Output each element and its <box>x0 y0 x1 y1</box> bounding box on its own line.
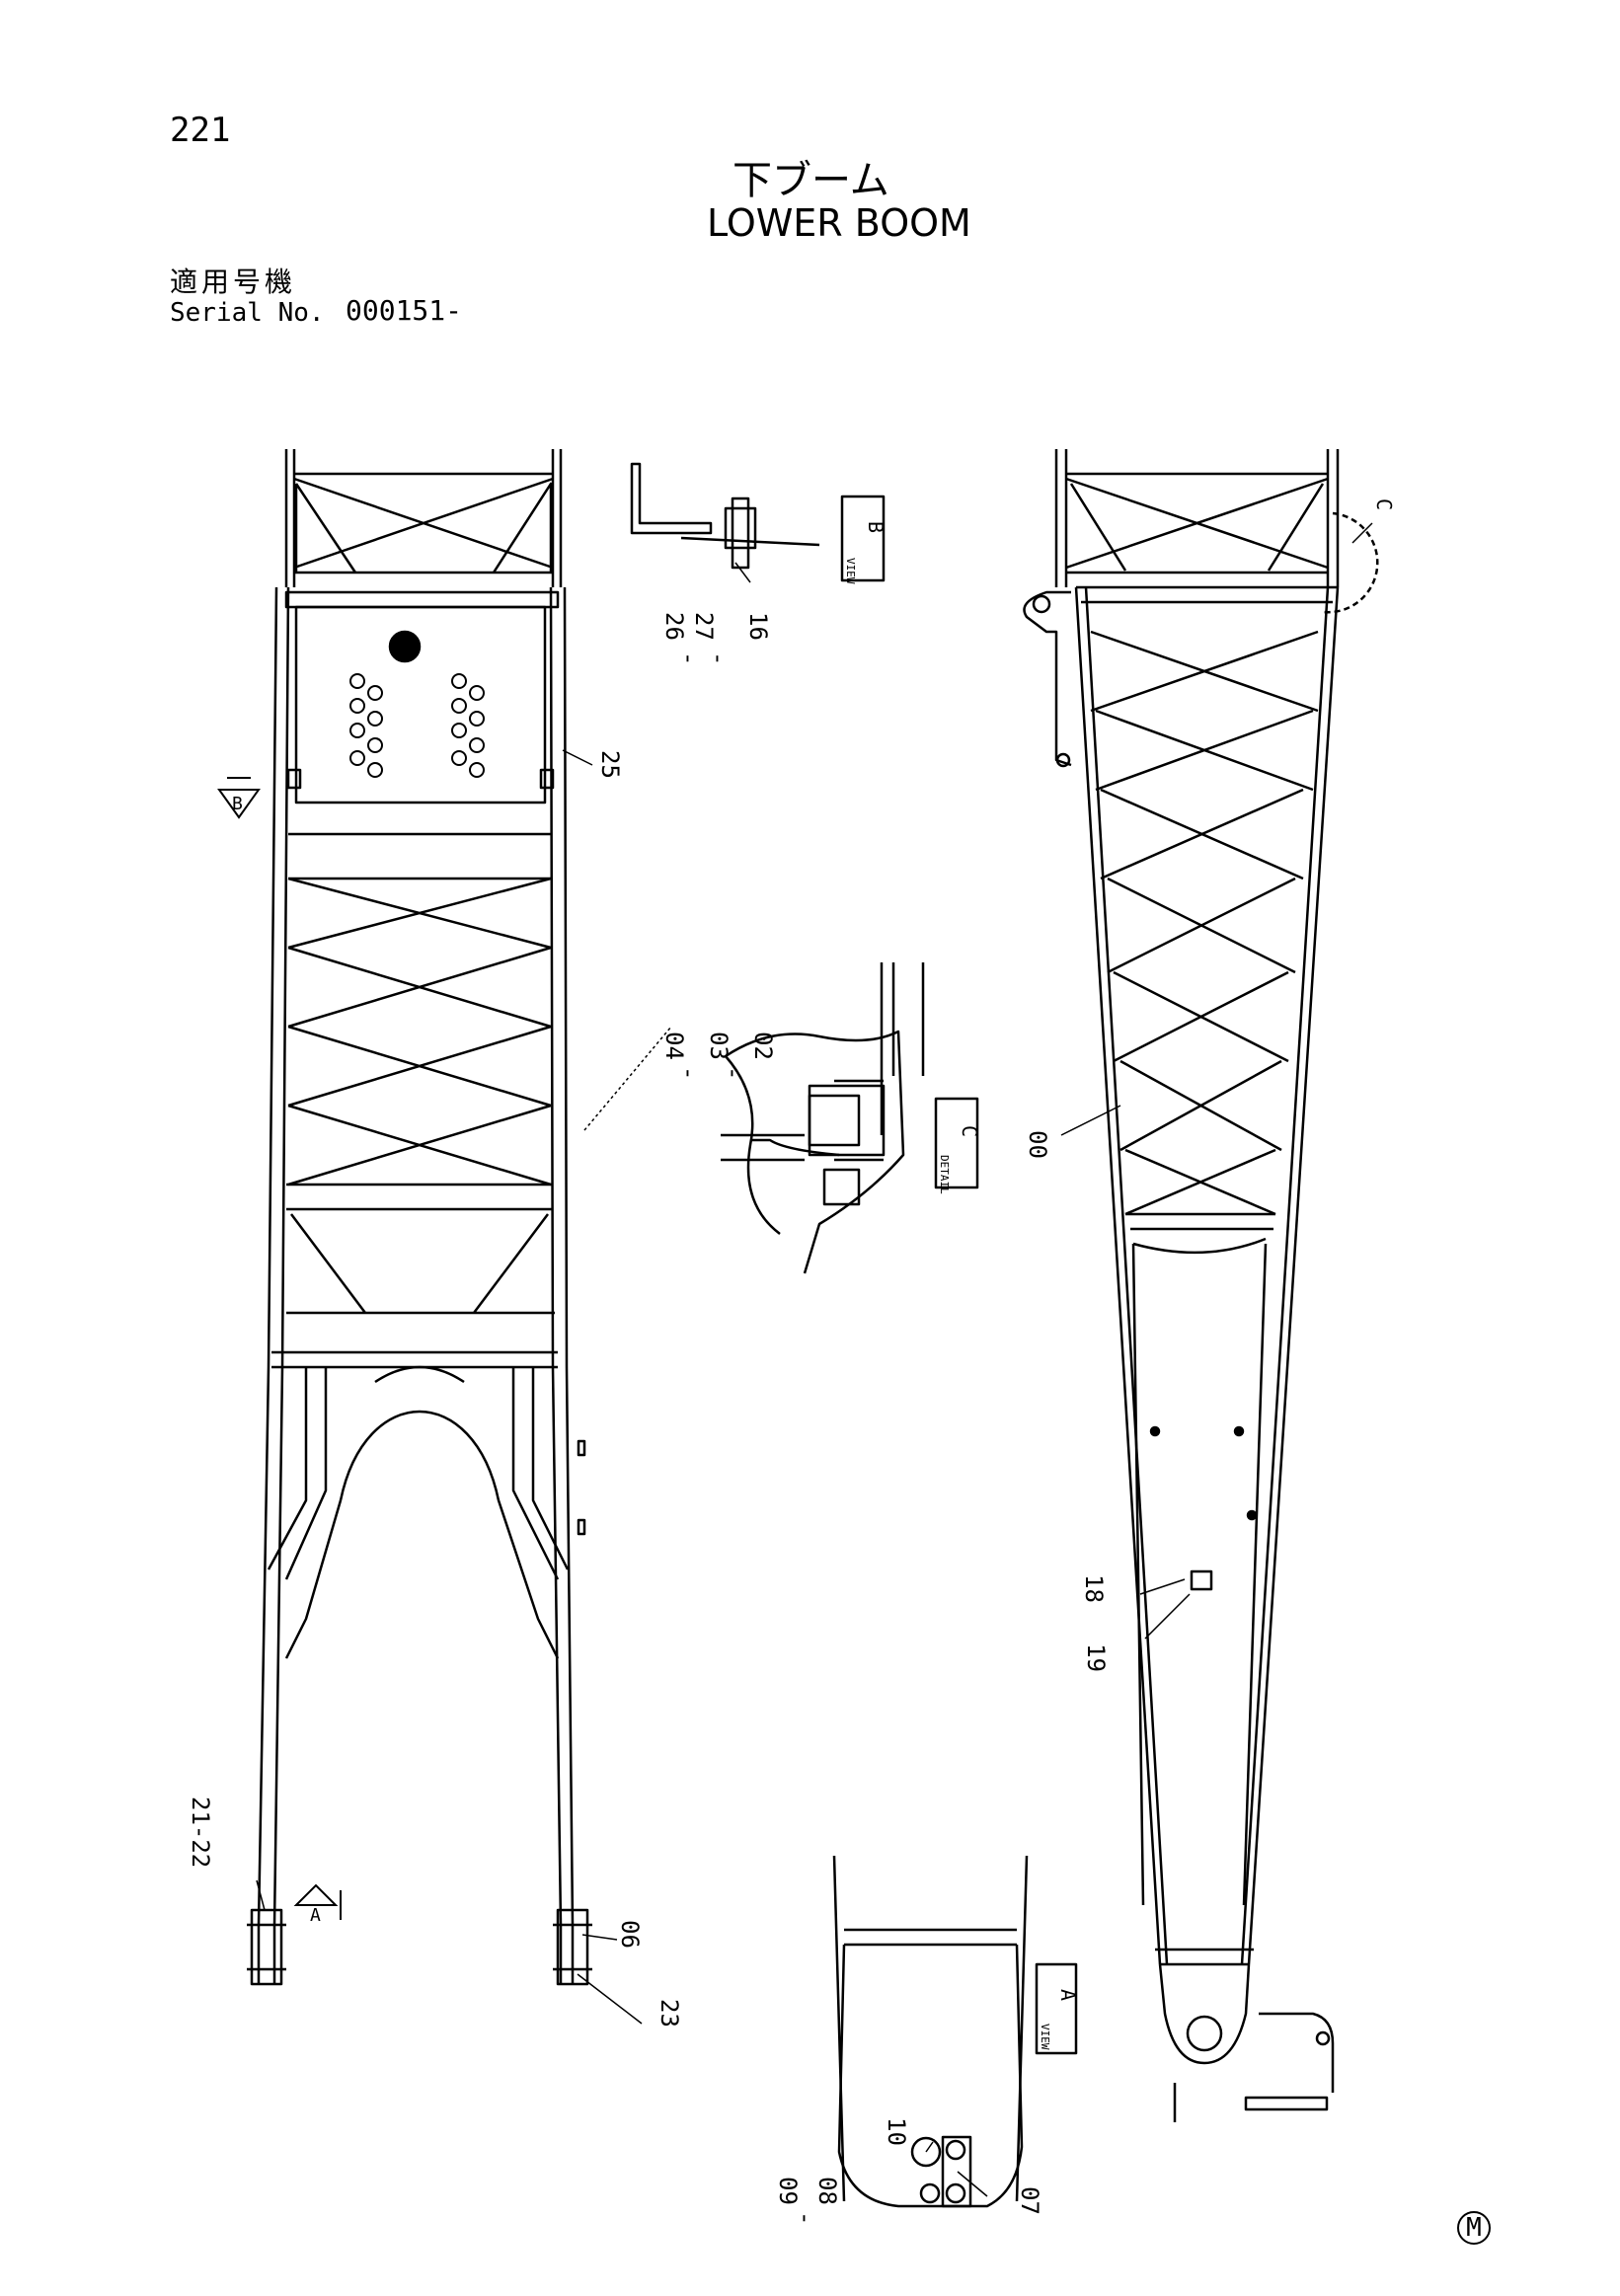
callout-26: 26 <box>660 612 688 641</box>
callout-07: 07 <box>1016 2186 1043 2215</box>
view-a-label: A VIEW <box>1039 1989 1080 2050</box>
callout-02: 02 <box>749 1032 777 1060</box>
leader-lines <box>256 522 1373 2197</box>
callout-10: 10 <box>883 2117 910 2146</box>
svg-text:VIEW: VIEW <box>844 558 857 584</box>
serial-number-value: 000151- <box>346 294 463 327</box>
callout-23: 23 <box>656 1999 683 2028</box>
callout-09: 09 <box>774 2177 802 2205</box>
callout-25: 25 <box>596 750 624 779</box>
svg-text:VIEW: VIEW <box>1039 2024 1051 2050</box>
callout-18: 18 <box>1080 1574 1108 1603</box>
callout-21-22: 21-22 <box>187 1797 214 1868</box>
boom-front-view <box>247 449 592 1986</box>
callout-08: 08 <box>813 2177 841 2205</box>
callout-27: 27 <box>690 612 718 641</box>
svg-text:A: A <box>310 1905 321 1926</box>
svg-text:B: B <box>864 521 887 533</box>
callout-dash-3: - <box>675 1066 703 1080</box>
callout-16: 16 <box>744 612 772 641</box>
title-english: LOWER BOOM <box>707 201 971 245</box>
head-plate-holes <box>349 673 485 778</box>
callout-00: 00 <box>1024 1130 1051 1159</box>
view-b-detail <box>630 462 886 582</box>
serial-label-japanese: 適用号機 <box>170 266 297 298</box>
svg-text:B: B <box>232 794 243 814</box>
svg-text:DETAIL: DETAIL <box>938 1155 951 1194</box>
svg-text:C: C <box>958 1125 981 1137</box>
callout-04: 04 <box>660 1032 688 1060</box>
callout-dash-4: - <box>720 1066 747 1080</box>
callout-06: 06 <box>616 1920 644 1949</box>
view-a-detail <box>832 1855 1078 2208</box>
view-a-arrow: A <box>293 1883 342 1926</box>
callout-03: 03 <box>705 1032 733 1060</box>
corner-mark: M <box>1457 2211 1491 2245</box>
detail-c <box>721 962 979 1274</box>
page-number: 221 <box>170 111 231 150</box>
serial-label-english: Serial No. <box>170 298 325 328</box>
callout-dash-1: - <box>675 651 703 665</box>
view-b-label: B VIEW <box>844 521 887 584</box>
callout-dash-5: - <box>792 2211 819 2225</box>
boom-side-view <box>1023 449 1379 2122</box>
callout-19: 19 <box>1082 1644 1110 1672</box>
circle-c-label: C <box>1372 498 1396 510</box>
svg-text:A: A <box>1056 1989 1080 2001</box>
callout-dash-2: - <box>705 651 733 665</box>
callouts: 25 26 - 27 - 16 04 - 03 - 02 00 18 19 21… <box>187 612 1110 2225</box>
detail-c-label: C DETAIL <box>938 1125 981 1194</box>
title-japanese: 下ブーム <box>733 158 889 203</box>
view-b-arrow: B <box>217 777 261 819</box>
